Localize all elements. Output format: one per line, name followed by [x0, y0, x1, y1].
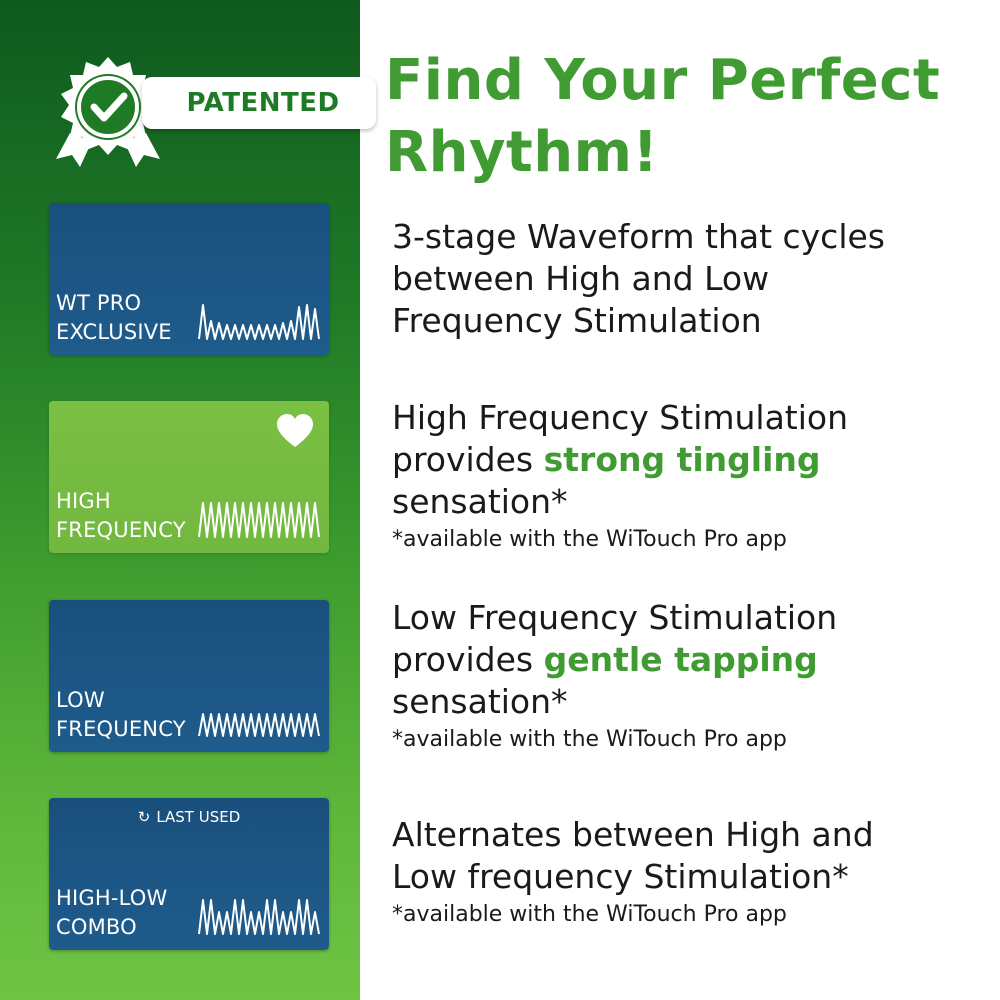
card-label-line2: FREQUENCY	[56, 518, 186, 542]
refresh-icon: ↻	[137, 808, 151, 826]
feature-line: High Frequency Stimulation	[392, 398, 849, 437]
card-label-line1: LOW	[56, 688, 105, 712]
feature-note: *available with the WiTouch Pro app	[392, 902, 787, 927]
card-label-line2: COMBO	[56, 915, 137, 939]
card-label-line2: FREQUENCY	[56, 717, 186, 741]
feature-line: Frequency Stimulation	[392, 301, 762, 340]
patented-badge: PATENTED	[50, 55, 376, 170]
feature-low-frequency: Low Frequency Stimulation provides gentl…	[392, 597, 992, 755]
waveform-icon	[198, 899, 320, 935]
seal-check-icon	[56, 57, 160, 167]
feature-highlight: gentle tapping	[543, 640, 818, 679]
waveform-icon	[198, 502, 320, 538]
feature-note: *available with the WiTouch Pro app	[392, 527, 787, 552]
card-label-line1: HIGH-LOW	[56, 886, 168, 910]
title-line2: Rhythm!	[385, 120, 659, 185]
card-label: HIGH-LOW COMBO	[56, 884, 167, 942]
feature-note: *available with the WiTouch Pro app	[392, 727, 787, 752]
feature-highlight: strong tingling	[543, 440, 821, 479]
page-title: Find Your Perfect Rhythm!	[385, 45, 985, 189]
feature-high-low-combo: Alternates between High and Low frequenc…	[392, 814, 992, 930]
feature-waveform: 3-stage Waveform that cycles between Hig…	[392, 216, 992, 342]
feature-line: Low Frequency Stimulation	[392, 598, 838, 637]
mode-card-low-frequency[interactable]: LOW FREQUENCY	[49, 600, 329, 752]
feature-line: provides gentle tapping	[392, 639, 992, 681]
card-label-line1: HIGH	[56, 489, 111, 513]
card-label: LOW FREQUENCY	[56, 686, 186, 744]
feature-line: Low frequency Stimulation*	[392, 857, 849, 896]
feature-line: provides strong tingling	[392, 439, 992, 481]
feature-high-frequency: High Frequency Stimulation provides stro…	[392, 397, 992, 555]
last-used-label: LAST USED	[156, 808, 241, 826]
badge-label: PATENTED	[186, 88, 340, 118]
heart-icon[interactable]	[275, 413, 315, 449]
card-label: HIGH FREQUENCY	[56, 487, 186, 545]
waveform-icon	[198, 713, 320, 737]
feature-text: provides	[392, 640, 544, 679]
feature-line: sensation*	[392, 482, 568, 521]
mode-card-high-frequency[interactable]: HIGH FREQUENCY	[49, 401, 329, 553]
card-label: WT PRO EXCLUSIVE	[56, 289, 172, 347]
feature-line: sensation*	[392, 682, 568, 721]
feature-line: Alternates between High and	[392, 815, 874, 854]
feature-text: provides	[392, 440, 544, 479]
last-used-indicator: ↻ LAST USED	[49, 808, 329, 826]
feature-line: 3-stage Waveform that cycles	[392, 217, 885, 256]
waveform-icon	[198, 304, 320, 340]
feature-line: between High and Low	[392, 259, 770, 298]
mode-card-high-low-combo[interactable]: ↻ LAST USED HIGH-LOW COMBO	[49, 798, 329, 950]
mode-card-wt-pro-exclusive[interactable]: WT PRO EXCLUSIVE	[49, 203, 329, 355]
left-panel: PATENTED WT PRO EXCLUSIVE HIGH FREQUENCY…	[0, 0, 376, 1000]
card-label-line2: EXCLUSIVE	[56, 320, 172, 344]
badge-pill	[142, 77, 376, 129]
card-label-line1: WT PRO	[56, 291, 142, 315]
title-line1: Find Your Perfect	[385, 48, 941, 113]
